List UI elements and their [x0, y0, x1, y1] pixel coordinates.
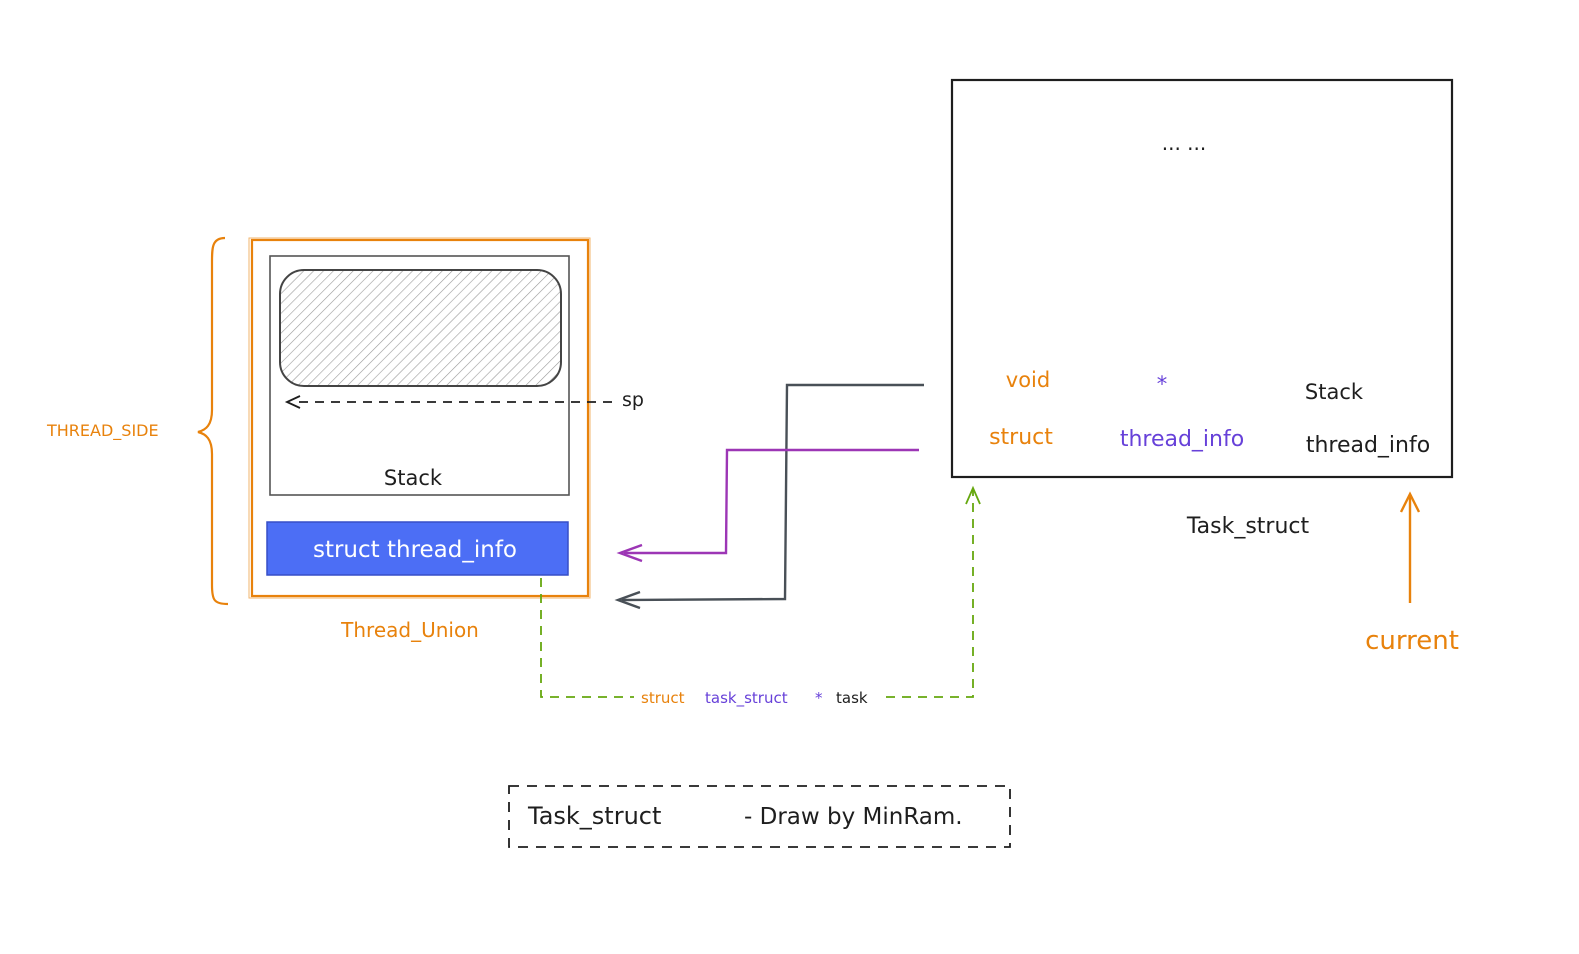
field-void: void — [1006, 368, 1050, 392]
task-pointer-star: * — [815, 689, 823, 707]
footer-box — [508, 785, 1011, 848]
thread-union-caption: Thread_Union — [340, 618, 479, 642]
sp-label: sp — [622, 389, 644, 411]
thread-union-box — [250, 238, 590, 598]
current-arrowhead — [1399, 491, 1421, 513]
field-star: * — [1157, 372, 1168, 396]
footer-title: Task_struct — [527, 802, 661, 830]
thread-info-pointer-arrowhead — [616, 543, 643, 563]
task-pointer-type: task_struct — [705, 689, 788, 708]
stack-label: Stack — [384, 466, 443, 490]
task-pointer-arrowhead — [965, 485, 981, 505]
thread-info-block-label: struct thread_info — [313, 537, 517, 563]
thread-side-brace — [197, 236, 229, 606]
thread-info-pointer-arrow — [624, 448, 919, 555]
current-label: current — [1365, 626, 1459, 656]
task-struct-box — [950, 78, 1454, 479]
stack-box — [269, 255, 570, 496]
task-pointer-label: struct task_struct * task — [641, 689, 868, 708]
task-pointer-name: task — [836, 689, 868, 707]
task-pointer-arrow — [540, 490, 974, 698]
field-thread-info-type: thread_info — [1120, 427, 1244, 452]
stack-pointer-arrowhead — [614, 590, 641, 610]
task-pointer-struct: struct — [641, 689, 685, 707]
task-struct-caption: Task_struct — [1186, 514, 1310, 539]
thread-side-label: THREAD_SIDE — [46, 421, 159, 441]
thread-info-block — [266, 521, 569, 576]
field-stack: Stack — [1305, 380, 1364, 404]
task-struct-ellipsis: ... ... — [1162, 131, 1207, 155]
field-thread-info-name: thread_info — [1306, 433, 1430, 458]
footer-credit: - Draw by MinRam. — [744, 804, 963, 830]
stack-pointer-arrow — [621, 383, 924, 602]
used-stack-region — [279, 269, 562, 387]
field-struct: struct — [989, 425, 1053, 450]
sp-arrowhead — [284, 395, 301, 409]
